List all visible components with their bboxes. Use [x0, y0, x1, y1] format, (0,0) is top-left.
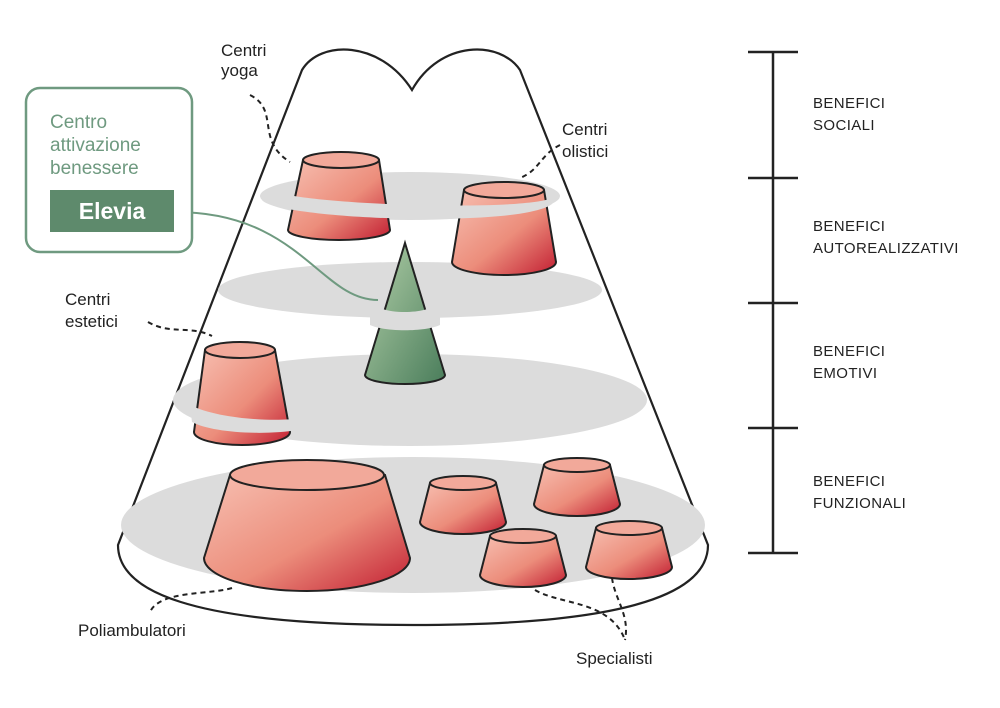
label-centri-estetici-line-1: Centri — [65, 290, 110, 309]
tier-autorealizzativi-line-1: BENEFICI — [813, 218, 885, 235]
label-centri-yoga-line-2: yoga — [221, 61, 258, 80]
tier-funzionali-line-2: FUNZIONALI — [813, 495, 906, 512]
layer-level-3-band — [190, 405, 300, 433]
cone-elevia — [363, 239, 447, 385]
cylinder-poliambulatori — [202, 459, 412, 592]
cylinder-specialisti-4 — [584, 520, 674, 580]
tier-funzionali-line-1: BENEFICI — [813, 473, 885, 490]
cylinder-specialisti-2 — [532, 457, 622, 517]
cylinder-centri-yoga — [286, 151, 392, 241]
leader-specialisti — [534, 589, 626, 641]
leader-specialisti-2 — [611, 577, 627, 641]
brand-box-title-line-3: benessere — [50, 158, 139, 179]
leader-poliambulatori — [149, 587, 233, 613]
tier-sociali-line-1: BENEFICI — [813, 95, 885, 112]
brand-name: Elevia — [79, 198, 146, 224]
brand-name-badge — [50, 190, 174, 232]
tier-sociali-line-2: SOCIALI — [813, 117, 875, 134]
cylinder-centri-olistici — [450, 181, 558, 276]
cylinder-specialisti-1 — [418, 475, 508, 535]
leader-centri-olistici — [519, 144, 561, 179]
label-centri-olistici-line-2: olistici — [562, 142, 608, 161]
tier-autorealizzativi-line-2: AUTOREALIZZATIVI — [813, 240, 959, 257]
cylinder-specialisti-3 — [478, 528, 568, 588]
label-poliambulatori: Poliambulatori — [78, 621, 186, 640]
brand-box-title-line-2: attivazione — [50, 135, 141, 156]
connector-elevia — [174, 211, 379, 301]
label-centri-olistici-line-1: Centri — [562, 120, 607, 139]
layer-level-1-band — [262, 190, 554, 219]
tier-emotivi-line-2: EMOTIVI — [813, 365, 877, 382]
label-centri-yoga-line-1: Centri — [221, 41, 266, 60]
tier-emotivi-line-1: BENEFICI — [813, 343, 885, 360]
tier-scale — [748, 50, 798, 555]
label-centri-estetici-line-2: estetici — [65, 312, 118, 331]
label-specialisti: Specialisti — [576, 649, 653, 668]
leader-centri-yoga — [249, 94, 291, 163]
brand-box-title-line-1: Centro — [50, 112, 107, 133]
